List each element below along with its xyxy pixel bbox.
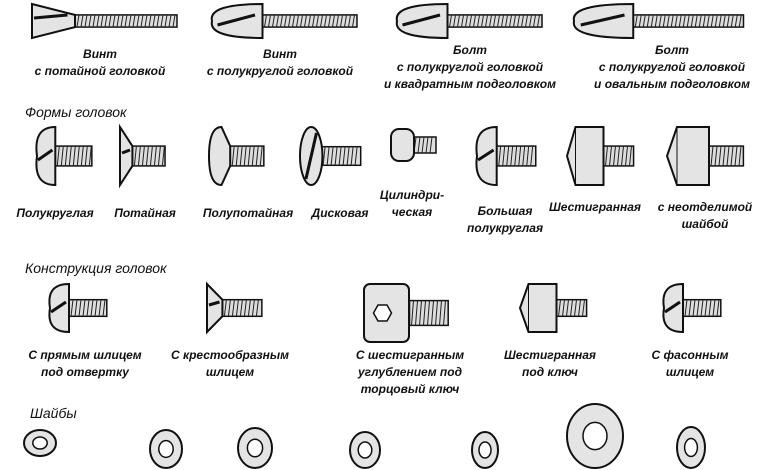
head-drive-label: С шестигранным углублением под торцовый кл… bbox=[356, 347, 464, 398]
label-line: с неотделимой bbox=[657, 200, 753, 214]
label-line: Полупотайная bbox=[202, 206, 294, 220]
label-line: полукруглая bbox=[466, 221, 544, 235]
section-title-head-shapes: Формы головок bbox=[25, 104, 127, 120]
head-drive-label: Шестигранная под ключ bbox=[504, 347, 596, 381]
head-drive-label: С прямым шлицем под отвертку bbox=[28, 347, 141, 381]
label-line: и овальным подголовком bbox=[594, 77, 750, 91]
carriage-bolt-square-neck-icon bbox=[395, 2, 543, 40]
fastener-label: Винт с полукруглой головкой bbox=[207, 46, 353, 80]
hex-head-icon bbox=[565, 126, 635, 186]
head-shape-label: Большая полукруглая bbox=[467, 203, 543, 237]
flanged-hex-head-icon bbox=[665, 126, 745, 186]
fastener-label: Болт с полукруглой головкой и квадратным п… bbox=[384, 42, 556, 93]
label-line: с полукруглой головкой bbox=[206, 64, 354, 78]
special-drive-icon bbox=[662, 282, 722, 334]
phillips-drive-icon bbox=[206, 281, 263, 335]
section-title-head-drives: Конструкция головок bbox=[25, 260, 167, 276]
head-shape-label: Потайная bbox=[114, 205, 176, 222]
round-head-icon bbox=[35, 125, 93, 187]
fastener-label: Винт с потайной головкой bbox=[35, 46, 166, 80]
hex-socket-drive-icon bbox=[363, 283, 449, 343]
disc-head-icon bbox=[298, 126, 362, 186]
hex-wrench-head-icon bbox=[518, 283, 588, 333]
label-line: Шестигранная bbox=[549, 200, 641, 214]
cylinder-head-icon bbox=[390, 128, 437, 162]
label-line: С крестообразным bbox=[170, 348, 290, 362]
label-line: Потайная bbox=[114, 206, 176, 220]
head-shape-label: Шестигранная bbox=[549, 199, 641, 216]
split-lock-washer-icon bbox=[23, 429, 57, 457]
label-line: Винт bbox=[263, 47, 297, 61]
large-round-head-icon bbox=[475, 125, 537, 187]
countersunk-screw-icon bbox=[31, 2, 178, 40]
head-drive-label: С фасонным шлицем bbox=[652, 347, 729, 381]
round-head-screw-icon bbox=[210, 2, 358, 40]
head-shape-label: Полукруглая bbox=[16, 205, 93, 222]
label-line: торцовый ключ bbox=[360, 382, 460, 396]
label-line: и квадратным подголовком bbox=[384, 77, 556, 91]
label-line: шайбой bbox=[681, 217, 729, 231]
label-line: Винт bbox=[83, 47, 117, 61]
lock-washer-icon bbox=[676, 426, 706, 469]
section-title-washers: Шайбы bbox=[30, 405, 77, 421]
label-line: углублением под bbox=[357, 365, 462, 379]
label-line: с потайной головкой bbox=[34, 64, 166, 78]
label-line: шлицем bbox=[205, 365, 255, 379]
label-line: Болт bbox=[453, 43, 487, 57]
star-washer-icon bbox=[471, 431, 499, 469]
head-shape-label: Полупотайная bbox=[203, 205, 293, 222]
label-line: С шестигранным bbox=[355, 348, 465, 362]
head-drive-label: С крестообразным шлицем bbox=[171, 347, 289, 381]
label-line: Шестигранная bbox=[504, 348, 596, 362]
label-line: Большая bbox=[477, 204, 533, 218]
label-line: С прямым шлицем bbox=[28, 348, 142, 362]
head-shape-label: с неотделимой шайбой bbox=[658, 199, 753, 233]
label-line: с полукруглой головкой bbox=[598, 60, 746, 74]
flat-head-icon bbox=[119, 123, 166, 189]
slotted-drive-icon bbox=[48, 282, 108, 334]
head-shape-label: Цилиндри-ческая bbox=[380, 187, 444, 221]
label-line: Болт bbox=[655, 43, 689, 57]
label-line: Цилиндри- bbox=[379, 188, 445, 202]
label-line: с полукруглой головкой bbox=[396, 60, 544, 74]
internal-tooth-lock-washer-icon bbox=[349, 431, 381, 469]
label-line: под отвертку bbox=[41, 365, 129, 379]
oval-head-icon bbox=[207, 125, 265, 187]
label-line: С фасонным bbox=[651, 348, 729, 362]
spring-washer-icon bbox=[149, 429, 183, 469]
label-line: Дисковая bbox=[311, 206, 369, 220]
label-line: Полукруглая bbox=[16, 206, 94, 220]
fastener-label: Болт с полукруглой головкой и овальным под… bbox=[594, 42, 750, 93]
head-shape-label: Дисковая bbox=[312, 205, 369, 222]
label-line: под ключ bbox=[522, 365, 578, 379]
label-line: ческая bbox=[391, 205, 433, 219]
external-tooth-lock-washer-icon bbox=[237, 427, 273, 469]
label-line: шлицем bbox=[665, 365, 715, 379]
fender-washer-icon bbox=[566, 403, 624, 469]
carriage-bolt-oval-neck-icon bbox=[572, 2, 745, 40]
